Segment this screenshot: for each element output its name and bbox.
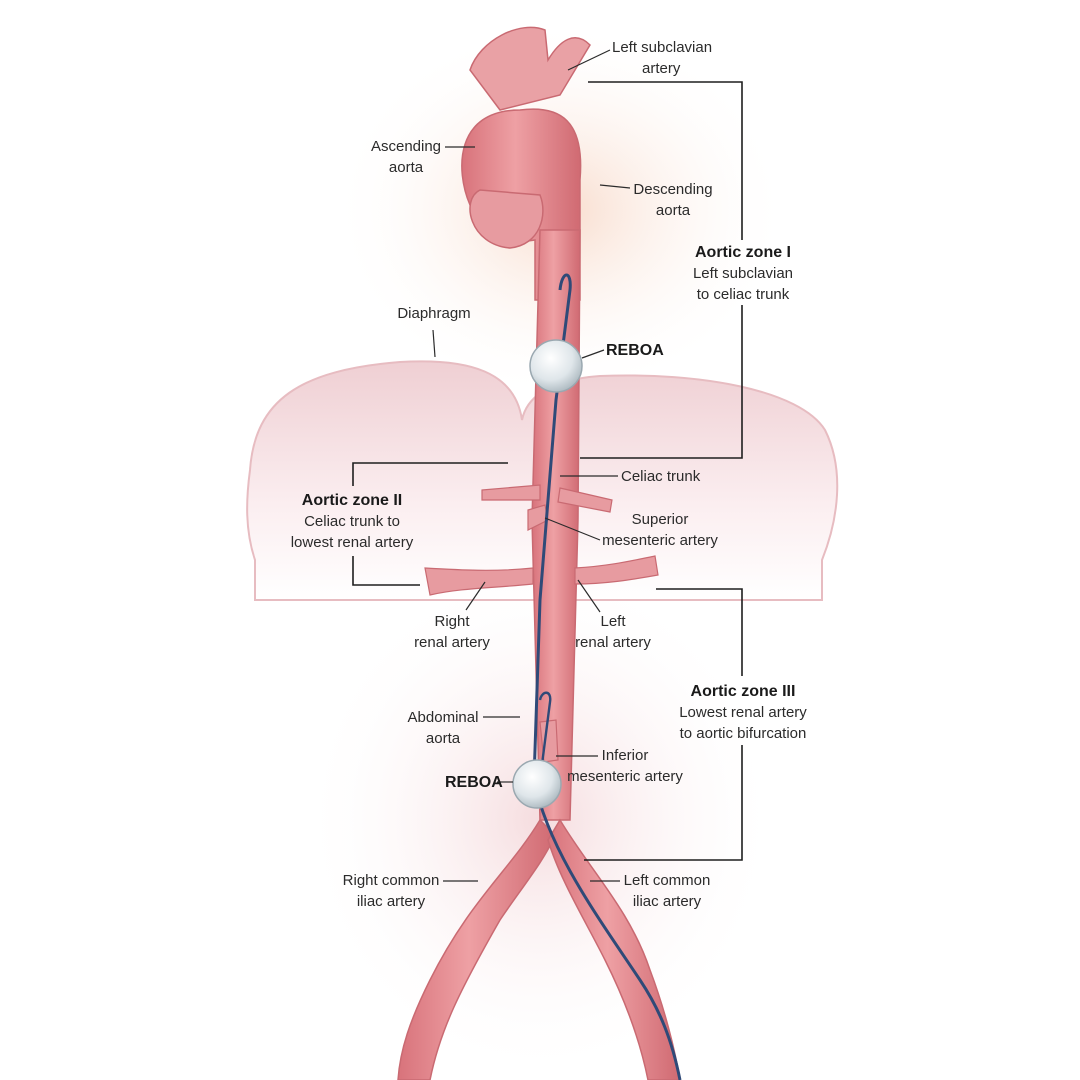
leader-diaphragm [432,329,436,358]
label-descending-aorta: Descending aorta [633,179,712,221]
zone1-title: Aortic zone I [694,244,792,261]
label-abdominal-aorta-l1: Abdominal [407,709,479,726]
label-inferior-mesenteric-l2: mesenteric artery [567,768,683,785]
leader-right-renal [465,581,486,611]
zone1-desc-l2: to celiac trunk [696,286,790,303]
label-inferior-mesenteric-l1: Inferior [601,747,649,764]
sma-branch [527,504,549,531]
label-inferior-mesenteric: Inferior mesenteric artery [567,745,683,787]
label-superior-mesenteric: Superior mesenteric artery [602,509,718,551]
zone1-bracket [588,81,743,240]
leader-descending [599,184,631,189]
zone3-bracket-lower [584,745,743,861]
label-left-common-iliac-l2: iliac artery [632,893,702,910]
arch-branches [469,26,591,111]
label-reboa-lower: REBOA [445,772,503,793]
label-reboa-upper-text: REBOA [606,342,664,359]
catheter-lower [538,691,552,781]
label-celiac-trunk-text: Celiac trunk [621,468,701,485]
reboa-balloon-upper [529,339,583,393]
label-diaphragm-text: Diaphragm [397,305,471,322]
zone3-bracket [656,588,743,676]
label-descending-aorta-l2: aorta [655,202,691,219]
label-left-renal-l2: renal artery [575,634,651,651]
zone1-desc-l1: Left subclavian [692,265,794,282]
label-abdominal-aorta-l2: aorta [425,730,461,747]
reboa-balloon-lower [512,759,562,809]
label-right-common-iliac-l1: Right common [342,872,440,889]
zone2-label: Aortic zone II Celiac trunk to lowest re… [291,490,414,553]
label-left-renal: Left renal artery [575,611,651,653]
label-descending-aorta-l1: Descending [633,181,713,198]
label-left-renal-l1: Left [600,613,626,630]
label-left-common-iliac: Left common iliac artery [624,870,711,912]
right-renal-vessel [424,567,534,596]
label-superior-mesenteric-l2: mesenteric artery [602,532,718,549]
label-right-renal-l1: Right [434,613,470,630]
label-right-common-iliac-l2: iliac artery [356,893,426,910]
label-left-subclavian: Left subclavian artery [612,37,712,79]
label-left-subclavian-l2: artery [642,60,681,77]
zone3-title: Aortic zone III [690,683,796,700]
leader-reboa-upper [581,349,605,359]
left-renal-vessel [574,555,659,585]
zone1-label: Aortic zone I Left subclavian to celiac … [693,242,793,305]
label-ascending-aorta: Ascending aorta [371,136,441,178]
label-right-renal-l2: renal artery [414,634,490,651]
label-celiac-trunk: Celiac trunk [621,466,700,487]
zone3-label: Aortic zone III Lowest renal artery to a… [679,681,807,744]
catheter [532,273,682,1080]
leader-left-renal [577,579,601,613]
label-superior-mesenteric-l1: Superior [631,511,689,528]
zone1-bracket-lower [580,305,743,459]
left-iliac-vessel [547,818,681,1080]
right-iliac-vessel [397,818,556,1080]
aortic-root [469,189,544,249]
label-ascending-aorta-l1: Ascending [370,138,442,155]
label-ascending-aorta-l2: aorta [388,159,424,176]
zone2-desc-l2: lowest renal artery [290,534,414,551]
leader-sma [544,517,601,541]
label-reboa-lower-text: REBOA [445,774,503,791]
label-abdominal-aorta: Abdominal aorta [408,707,479,749]
label-reboa-upper: REBOA [606,340,664,361]
label-right-common-iliac: Right common iliac artery [343,870,440,912]
label-left-subclavian-l1: Left subclavian [612,39,713,56]
label-diaphragm: Diaphragm [397,303,470,324]
celiac-branches [481,484,613,513]
label-left-common-iliac-l1: Left common [623,872,711,889]
zone2-desc-l1: Celiac trunk to [304,513,400,530]
zone3-desc-l1: Lowest renal artery [679,704,807,721]
zone2-title: Aortic zone II [301,492,403,509]
zone3-desc-l2: to aortic bifurcation [679,725,807,742]
zone2-bracket [352,462,508,486]
zone2-bracket-lower [352,556,420,586]
leader-left-subclavian [567,49,611,71]
label-right-renal: Right renal artery [414,611,490,653]
